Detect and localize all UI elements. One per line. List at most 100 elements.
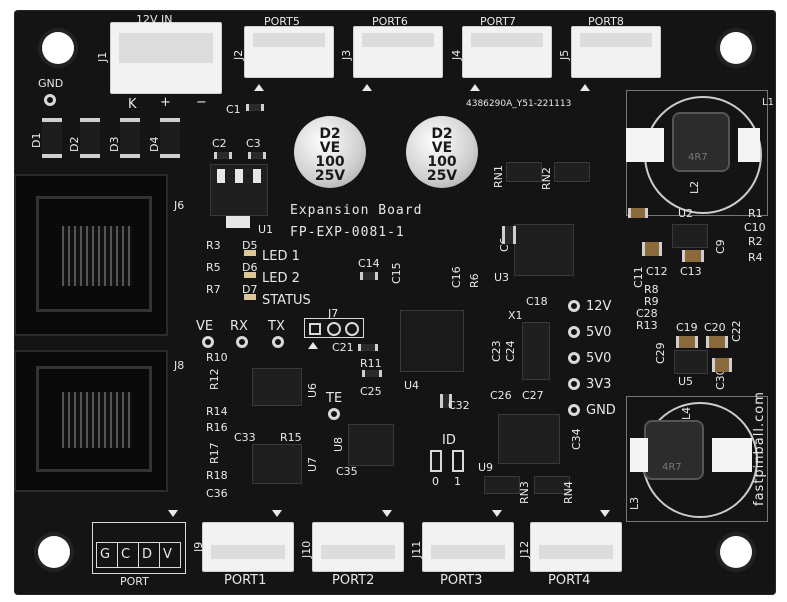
label-rn2: RN2	[540, 167, 553, 190]
label-r5: R5	[206, 261, 221, 274]
label-u3: U3	[494, 271, 510, 284]
inductor-l3-frame	[626, 396, 768, 522]
header-j7[interactable]	[304, 318, 364, 338]
port8-connector[interactable]	[571, 26, 661, 78]
website-text: fastpinball.com	[752, 391, 767, 506]
port1-connector[interactable]	[202, 522, 294, 572]
inductor-l4-pad-left	[630, 438, 648, 472]
test-pad-12v[interactable]	[568, 300, 580, 312]
port4-connector[interactable]	[530, 522, 622, 572]
label-port5: PORT5	[264, 15, 300, 28]
label-j10: J10	[300, 540, 313, 558]
ic-u7	[252, 444, 302, 484]
port6-connector[interactable]	[353, 26, 443, 78]
capacitor-c13	[682, 250, 704, 262]
label-c14: C14	[358, 257, 380, 270]
pin1-marker-port5	[254, 84, 264, 91]
label-r9: R9	[644, 295, 659, 308]
test-pad-5v0-a[interactable]	[568, 326, 580, 338]
tx-test-pad[interactable]	[272, 336, 284, 348]
diode-d2	[80, 118, 100, 158]
label-c23: C23	[490, 340, 503, 362]
board-model: FP-EXP-0081-1	[290, 225, 405, 240]
label-port: PORT	[120, 575, 149, 588]
label-r11: R11	[360, 357, 382, 370]
label-r10: R10	[206, 351, 228, 364]
label-j11: J11	[410, 540, 423, 558]
test-pad-3v3[interactable]	[568, 378, 580, 390]
label-r15: R15	[280, 431, 302, 444]
label-port1: PORT1	[224, 573, 267, 588]
label-c24: C24	[504, 340, 517, 362]
label-c1: C1	[226, 103, 241, 116]
label-r6: R6	[468, 273, 481, 288]
ve-test-pad[interactable]	[202, 336, 214, 348]
label-gnd: GND	[586, 403, 616, 418]
regulator-u1	[210, 164, 268, 216]
label-j8: J8	[174, 359, 185, 372]
pin1-marker-port8	[580, 84, 590, 91]
test-pad-gnd[interactable]	[568, 404, 580, 416]
label-port8: PORT8	[588, 15, 624, 28]
label-led1: LED 1	[262, 249, 300, 264]
label-id0: 0	[432, 475, 439, 488]
serial-number: 4386290A_Y51-221113	[466, 99, 572, 109]
inductor-l4-pad-right	[712, 438, 752, 472]
label-r2: R2	[748, 235, 763, 248]
te-test-pad[interactable]	[328, 408, 340, 420]
pin1-marker-port6	[362, 84, 372, 91]
label-c20: C20	[704, 321, 726, 334]
test-pad-5v0-b[interactable]	[568, 352, 580, 364]
port-pinout-inner	[96, 542, 181, 568]
mounting-hole-bottom-right	[720, 536, 752, 568]
label-port6: PORT6	[372, 15, 408, 28]
capacitor-c12	[642, 242, 662, 256]
resistor-network-rn1	[506, 162, 542, 182]
label-u8: U8	[332, 436, 345, 452]
capacitor-c19	[676, 336, 698, 348]
label-c21: C21	[332, 341, 354, 354]
pin1-marker-port7	[470, 84, 480, 91]
ic-u5	[674, 350, 708, 374]
power-input-connector[interactable]	[110, 22, 222, 94]
id-jumper-0[interactable]	[430, 450, 442, 472]
label-rn4: RN4	[562, 481, 575, 504]
ic-u6	[252, 368, 302, 406]
label-d7: D7	[242, 283, 258, 296]
label-u4: U4	[404, 379, 420, 392]
label-ve: VE	[196, 319, 214, 334]
port7-connector[interactable]	[462, 26, 552, 78]
label-u9: U9	[478, 461, 494, 474]
port5-connector[interactable]	[244, 26, 334, 78]
id-jumper-1[interactable]	[452, 450, 464, 472]
label-r4: R4	[748, 251, 763, 264]
label-status: STATUS	[262, 293, 311, 308]
label-j7: J7	[328, 307, 339, 320]
rx-test-pad[interactable]	[236, 336, 248, 348]
port-pinout-box	[92, 522, 186, 574]
pin1-marker-j7	[308, 342, 318, 349]
label-u2: U2	[678, 207, 694, 220]
port3-connector[interactable]	[422, 522, 514, 572]
diode-d1	[42, 118, 62, 158]
label-id: ID	[442, 433, 456, 448]
microcontroller-u4	[400, 310, 464, 372]
label-tx: TX	[268, 319, 285, 334]
label-k: K	[128, 97, 137, 112]
label-port-v: V	[163, 547, 172, 562]
label-port2: PORT2	[332, 573, 375, 588]
gnd-test-pad[interactable]	[44, 94, 56, 106]
label-c2: C2	[212, 137, 227, 150]
label-c13: C13	[680, 265, 702, 278]
label-d4: D4	[148, 136, 161, 152]
label-c19: C19	[676, 321, 698, 334]
port2-connector[interactable]	[312, 522, 404, 572]
label-d2: D2	[68, 136, 81, 152]
ic-u8	[348, 424, 394, 466]
label-port4: PORT4	[548, 573, 591, 588]
label-j3: J3	[340, 49, 353, 60]
label-u5: U5	[678, 375, 694, 388]
rj45-jack-j6[interactable]	[14, 174, 168, 336]
rj45-jack-j8[interactable]	[14, 350, 168, 492]
inductor-l2: 4R7	[674, 114, 728, 170]
